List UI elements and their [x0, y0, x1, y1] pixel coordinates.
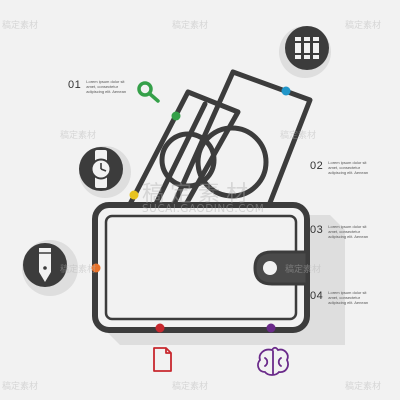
brain-icon	[257, 346, 289, 376]
step-04: 04 Lorem ipsum dolor sit amet, consectet…	[310, 290, 376, 305]
step-01: 01 Lorem ipsum dolor sit amet, consectet…	[68, 79, 134, 94]
connector-dots	[91, 86, 291, 333]
wristwatch-icon	[79, 147, 123, 191]
pencil-icon	[23, 243, 67, 287]
dot-green	[171, 111, 181, 121]
step-text: Lorem ipsum dolor sit amet, consectetur …	[328, 290, 369, 305]
step-number: 04	[310, 290, 324, 302]
binders-icon	[285, 26, 329, 70]
document-icon	[153, 347, 172, 372]
step-text: Lorem ipsum dolor sit amet, consectetur …	[328, 224, 369, 239]
step-number: 02	[310, 160, 324, 172]
step-number: 03	[310, 224, 324, 236]
dot-purple	[266, 323, 276, 333]
step-text: Lorem ipsum dolor sit amet, consectetur …	[86, 79, 127, 94]
step-03: 03 Lorem ipsum dolor sit amet, consectet…	[310, 224, 376, 239]
dot-orange	[91, 263, 101, 273]
dot-yellow	[129, 190, 139, 200]
magnifier-icon	[137, 81, 160, 103]
step-number: 01	[68, 79, 82, 91]
step-02: 02 Lorem ipsum dolor sit amet, consectet…	[310, 160, 376, 175]
wallet-clasp	[253, 250, 309, 286]
clasp-button	[263, 261, 277, 275]
banknotes-icon	[125, 69, 313, 218]
dot-red	[155, 323, 165, 333]
wallet-icon	[92, 202, 310, 333]
dot-blue	[281, 86, 291, 96]
step-text: Lorem ipsum dolor sit amet, consectetur …	[328, 160, 369, 175]
